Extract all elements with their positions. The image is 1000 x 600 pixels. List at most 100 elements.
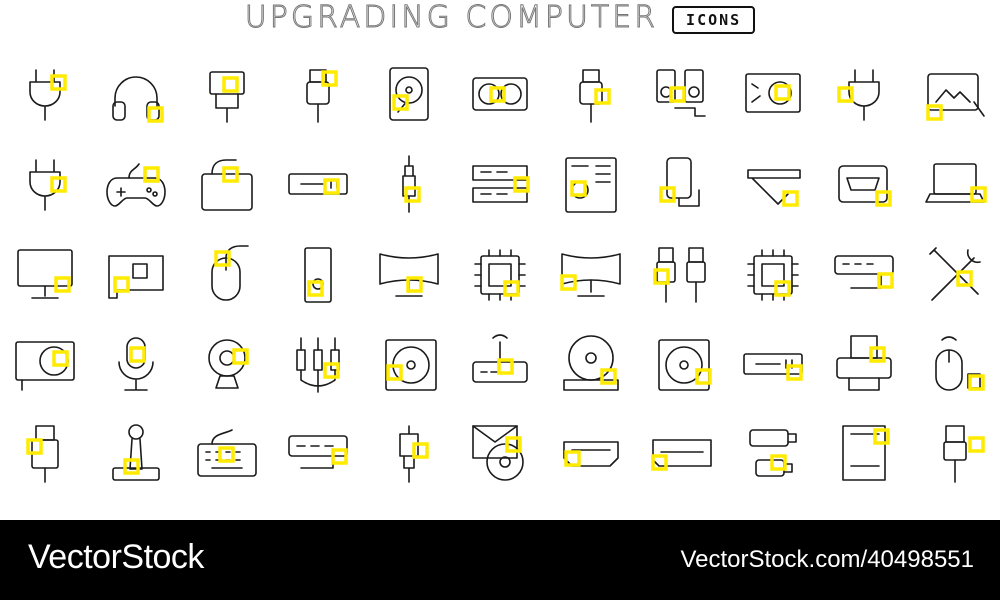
printer-icon xyxy=(835,335,892,391)
icon-cell xyxy=(909,422,1000,512)
icons-badge: ICONS xyxy=(672,6,756,34)
processor-icon xyxy=(746,249,799,301)
icon-cell xyxy=(273,422,364,512)
joystick-icon xyxy=(112,424,161,481)
coax-connector-icon xyxy=(399,425,429,483)
hdmi-port-icon xyxy=(837,165,892,207)
icon-cell xyxy=(909,152,1000,242)
icon-cell xyxy=(0,332,91,422)
icon-cell xyxy=(364,242,455,332)
ssd-card-icon xyxy=(841,425,890,481)
optical-drive-icon xyxy=(563,335,619,391)
dual-fan-graphics-card-icon xyxy=(472,77,528,111)
headphones-icon xyxy=(112,76,165,123)
laptop-icon xyxy=(924,163,987,203)
icon-cell xyxy=(818,332,909,422)
icon-cell xyxy=(818,242,909,332)
icon-cell xyxy=(727,242,818,332)
icon-cell xyxy=(273,62,364,152)
hard-drive-icon xyxy=(389,67,429,121)
icon-cell xyxy=(91,152,182,242)
audio-jack-icon xyxy=(402,155,421,213)
icon-cell xyxy=(364,332,455,422)
icon-cell xyxy=(727,152,818,242)
icon-cell xyxy=(818,62,909,152)
icon-cell xyxy=(91,332,182,422)
page-title: UPGRADING COMPUTER xyxy=(244,0,659,36)
power-strip-icon xyxy=(288,435,348,469)
tools-icon xyxy=(928,247,981,301)
icon-cell xyxy=(364,62,455,152)
motherboard-icon xyxy=(565,157,617,213)
vga-port-icon xyxy=(288,173,348,195)
icon-cell xyxy=(273,332,364,422)
icon-cell xyxy=(0,152,91,242)
cpu-chip-icon xyxy=(474,249,526,301)
widescreen-monitor-icon xyxy=(560,253,621,297)
scart-connector-icon xyxy=(651,439,712,471)
webcam-icon xyxy=(208,339,250,389)
case-fan-icon xyxy=(385,339,437,391)
usb-stick-icon xyxy=(26,425,60,483)
icon-cell xyxy=(636,152,727,242)
dvi-port-icon xyxy=(742,353,803,381)
icon-cell xyxy=(273,152,364,242)
power-bank-icon xyxy=(659,157,700,207)
icon-cell xyxy=(636,332,727,422)
computer-mouse-icon xyxy=(211,245,250,301)
power-plug-cable-icon xyxy=(836,69,880,121)
icon-cell xyxy=(636,62,727,152)
icon-cell xyxy=(818,152,909,242)
ethernet-plug-icon xyxy=(942,425,985,483)
cd-envelope-icon xyxy=(472,425,524,481)
cooling-fan-icon xyxy=(658,339,712,391)
power-supply-icon xyxy=(744,73,801,113)
vga-connector-icon xyxy=(209,71,246,123)
speakers-icon xyxy=(656,69,706,117)
usb-hub-icon xyxy=(833,255,894,289)
icon-cell xyxy=(91,242,182,332)
icon-cell xyxy=(182,152,273,242)
icon-cell xyxy=(455,152,546,242)
icon-cell xyxy=(727,332,818,422)
icon-cell xyxy=(727,422,818,512)
icon-cell xyxy=(182,62,273,152)
icon-cell xyxy=(818,422,909,512)
icon-cell xyxy=(545,332,636,422)
curved-monitor-icon xyxy=(379,253,439,297)
icon-cell xyxy=(909,332,1000,422)
ram-modules-icon xyxy=(472,165,530,203)
icon-cell xyxy=(182,242,273,332)
graphics-tablet-icon xyxy=(925,73,985,121)
icon-cell xyxy=(0,422,91,512)
icon-cell xyxy=(909,62,1000,152)
icon-cell xyxy=(727,62,818,152)
icon-cell xyxy=(364,422,455,512)
page-header: UPGRADING COMPUTER ICONS xyxy=(0,0,1000,40)
ethernet-cables-icon xyxy=(653,247,706,303)
brand-logo: VectorStock xyxy=(28,538,204,576)
power-cables-icon xyxy=(29,69,68,121)
gamepad-icon xyxy=(106,163,167,207)
hdmi-connector-icon xyxy=(563,441,619,467)
icon-cell xyxy=(364,152,455,242)
expansion-card-icon xyxy=(108,255,165,299)
icon-cell xyxy=(0,62,91,152)
icon-cell xyxy=(455,332,546,422)
keyboard-icon xyxy=(197,429,258,477)
icon-cell xyxy=(455,242,546,332)
icon-cell xyxy=(91,62,182,152)
external-drive-icon xyxy=(201,159,254,211)
icon-cell xyxy=(182,332,273,422)
stock-id: VectorStock.com/40498551 xyxy=(680,546,974,573)
icon-grid xyxy=(0,62,1000,520)
router-icon xyxy=(472,334,528,383)
power-plug-icon xyxy=(29,159,68,211)
icon-cell xyxy=(0,242,91,332)
icon-cell xyxy=(273,242,364,332)
icon-cell xyxy=(636,422,727,512)
usb-cable-icon xyxy=(579,69,611,123)
icon-cell xyxy=(455,422,546,512)
monitor-icon xyxy=(17,249,74,299)
icon-cell xyxy=(91,422,182,512)
